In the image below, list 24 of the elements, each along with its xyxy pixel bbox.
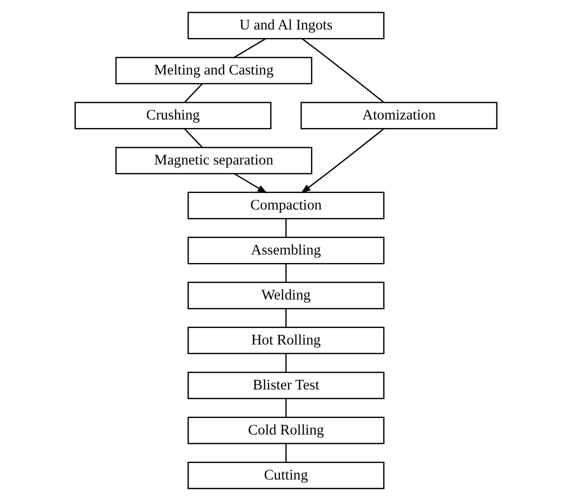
node-box: Assembling [187, 236, 384, 264]
node-box: Welding [187, 282, 384, 310]
node-box: Melting and Casting [114, 56, 312, 84]
node-box: Hot Rolling [187, 326, 384, 354]
connector [284, 354, 286, 372]
connector [301, 38, 384, 103]
node-box: Crushing [74, 102, 271, 130]
connector [233, 38, 266, 58]
node-box: U and Al Ingots [187, 12, 384, 40]
node-box: Atomization [300, 102, 497, 130]
node-box: Cutting [187, 462, 384, 490]
connector [184, 128, 202, 148]
arrow [300, 128, 384, 194]
node-box: Cold Rolling [187, 416, 384, 444]
arrow [233, 173, 267, 194]
node-box: Compaction [187, 192, 384, 220]
connector [284, 264, 286, 282]
connector [284, 308, 286, 328]
connector [184, 83, 202, 103]
node-box: Magnetic separation [114, 146, 312, 174]
connector [284, 398, 286, 418]
node-box: Blister Test [187, 372, 384, 400]
connector [284, 218, 286, 238]
connector [284, 444, 286, 462]
